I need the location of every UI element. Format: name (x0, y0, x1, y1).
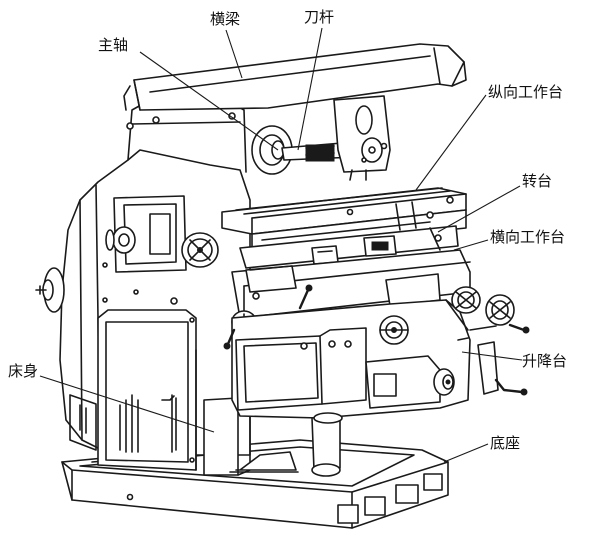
crossbeam-part (123, 43, 467, 111)
swivel-table-part (239, 225, 459, 269)
label-longitudinal-table: 纵向工作台 (488, 83, 563, 101)
leader-lines (39, 27, 523, 463)
label-cross-table: 横向工作台 (490, 228, 565, 246)
leader-column (39, 375, 215, 433)
label-swivel-table: 转台 (522, 172, 552, 190)
label-cutter-arbor: 刀杆 (304, 8, 334, 26)
leader-cutter-arbor (297, 27, 323, 151)
part-labels: 横梁 刀杆 主轴 纵向工作台 转台 横向工作台 升降台 床身 底座 (8, 8, 567, 452)
leader-longitudinal-table (415, 94, 487, 191)
leader-base (443, 443, 489, 463)
longitudinal-table-part (221, 187, 467, 251)
leader-cross-table (453, 239, 489, 251)
leader-spindle (139, 51, 279, 151)
spindle-arbor-part (251, 95, 391, 181)
leader-crossbeam (225, 29, 243, 79)
knee-part (223, 299, 471, 477)
leader-knee (461, 351, 523, 361)
label-crossbeam: 横梁 (210, 10, 240, 28)
label-spindle: 主轴 (98, 36, 128, 54)
column-part (35, 99, 299, 476)
label-column: 床身 (8, 362, 38, 380)
label-base: 底座 (490, 434, 520, 452)
leader-swivel-table (437, 185, 521, 233)
label-knee: 升降台 (522, 352, 567, 370)
